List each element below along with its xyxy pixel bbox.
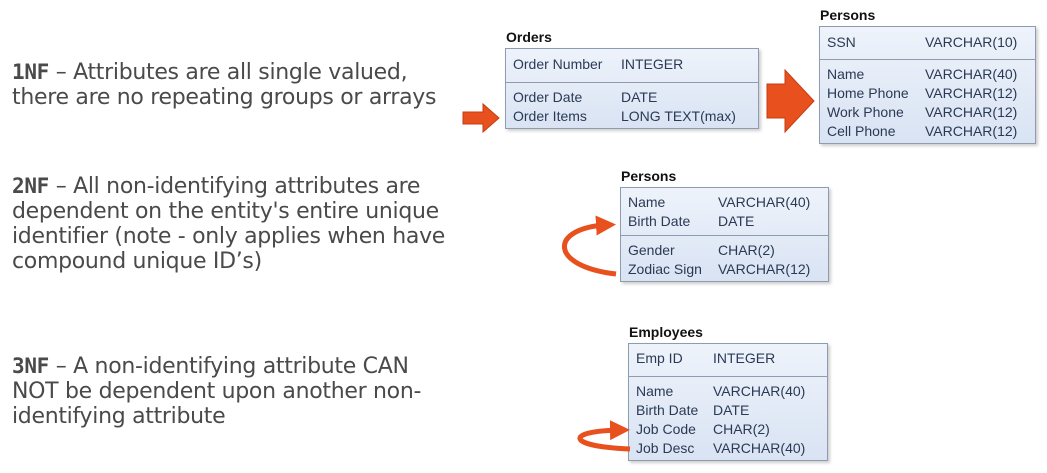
attr-name: Zodiac Sign [628,261,702,277]
persons-2nf-attr-section: Gender CHAR(2) Zodiac Sign VARCHAR(12) [621,235,828,281]
nf1-description: 1NF – Attributes are all single valued, … [12,60,436,110]
persons-attr-row: Home Phone VARCHAR(12) [827,84,1030,103]
nf3-text: – A non-identifying attribute CAN [49,354,409,379]
nf2-label: 2NF [12,174,50,198]
attr-name: Cell Phone [827,123,896,139]
nf3-label: 3NF [12,354,50,378]
nf2-text-line3: identifier (note - only applies when hav… [12,224,446,249]
nf3-text-line3: identifying attribute [12,404,226,429]
nf3-text-line2: NOT be dependent upon another non- [12,379,422,404]
curved-arrow-icon [562,215,617,277]
nf2-text: – All non-identifying attributes are [49,174,421,199]
nf2-text-line4: compound unique ID’s) [12,249,262,274]
attr-type: VARCHAR(40) [925,66,1018,82]
orders-attr-section: Order Date DATE Order Items LONG TEXT(max) [506,82,758,128]
attr-type: LONG TEXT(max) [621,108,736,124]
employees-attr-row: Job Code CHAR(2) [636,420,822,439]
persons-attr-row: Name VARCHAR(40) [628,193,823,212]
employees-attr-row: Birth Date DATE [636,401,822,420]
attr-type: CHAR(2) [718,242,775,258]
attr-type: VARCHAR(12) [925,85,1018,101]
attr-type: VARCHAR(12) [925,104,1018,120]
attr-name: Gender [628,242,675,258]
orders-title: Orders [506,29,552,45]
employees-attr-row: Name VARCHAR(40) [636,382,822,401]
nf2-description: 2NF – All non-identifying attributes are… [12,174,445,274]
attr-name: Work Phone [827,104,904,120]
attr-name: Home Phone [827,85,909,101]
attr-name: Name [628,194,666,210]
arrow-right-icon [462,102,500,134]
attr-type: VARCHAR(12) [925,123,1018,139]
employees-title: Employees [629,324,703,340]
nf2-text-line2: dependent on the entity's entire unique [12,199,439,224]
nf1-label: 1NF [12,60,50,84]
attr-type: DATE [718,213,755,229]
attr-name: Name [827,66,865,82]
orders-attr-row: Order Number INTEGER [513,55,753,74]
attr-name: Emp ID [636,350,683,366]
attr-type: VARCHAR(40) [718,194,811,210]
nf1-text: – Attributes are all single valued, [49,60,408,85]
attr-type: INTEGER [713,350,776,366]
attr-type: DATE [713,402,750,418]
attr-name: Birth Date [636,402,699,418]
attr-name: Job Desc [636,440,695,456]
nf3-description: 3NF – A non-identifying attribute CAN NO… [12,354,421,429]
orders-entity: Orders Order Number INTEGER Order Date DAT… [505,29,759,129]
persons-attr-row: Gender CHAR(2) [628,241,823,260]
persons-attr-row: SSN VARCHAR(10) [827,33,1030,52]
persons-2nf-box: Name VARCHAR(40) Birth Date DATE Gender CHA… [620,187,829,282]
attr-name: Birth Date [628,213,691,229]
attr-name: Order Number [513,56,603,72]
persons-attr-row: Zodiac Sign VARCHAR(12) [628,260,823,279]
attr-type: CHAR(2) [713,421,770,437]
employees-attr-row: Job Desc VARCHAR(40) [636,439,822,458]
persons-1nf-box: SSN VARCHAR(10) Name VARCHAR(40) Home Phon… [819,26,1036,144]
attr-name: Name [636,383,674,399]
persons-1nf-title: Persons [820,7,876,23]
persons-attr-row: Cell Phone VARCHAR(12) [827,122,1030,141]
orders-attr-row: Order Date DATE [513,88,753,107]
attr-type: VARCHAR(40) [713,383,806,399]
nf1-text-line2: there are no repeating groups or arrays [12,85,437,110]
persons-attr-row: Birth Date DATE [628,212,823,231]
persons-attr-row: Work Phone VARCHAR(12) [827,103,1030,122]
attr-type: DATE [621,89,658,105]
persons-2nf-key-section: Name VARCHAR(40) Birth Date DATE [621,188,828,235]
employees-attr-row: Emp ID INTEGER [636,349,822,368]
attr-type: VARCHAR(12) [718,261,811,277]
orders-key-section: Order Number INTEGER [506,49,758,82]
attr-type: VARCHAR(10) [925,34,1018,50]
arrow-right-icon [766,68,815,134]
attr-type: VARCHAR(40) [713,440,806,456]
persons-2nf-title: Persons [621,168,677,184]
attr-name: SSN [827,34,856,50]
attr-name: Order Items [513,108,587,124]
orders-attr-row: Order Items LONG TEXT(max) [513,107,753,126]
attr-name: Job Code [636,421,696,437]
employees-key-section: Emp ID INTEGER [629,344,827,376]
orders-box: Order Number INTEGER Order Date DATE Order… [505,48,759,129]
attr-type: INTEGER [621,56,684,72]
persons-1nf-entity: Persons SSN VARCHAR(10) Name VARCHAR(40) H… [819,7,1036,144]
curved-arrow-icon [577,420,631,452]
persons-1nf-key-section: SSN VARCHAR(10) [820,27,1035,59]
persons-2nf-entity: Persons Name VARCHAR(40) Birth Date DATE G… [620,168,829,282]
persons-attr-row: Name VARCHAR(40) [827,65,1030,84]
attr-name: Order Date [513,89,583,105]
